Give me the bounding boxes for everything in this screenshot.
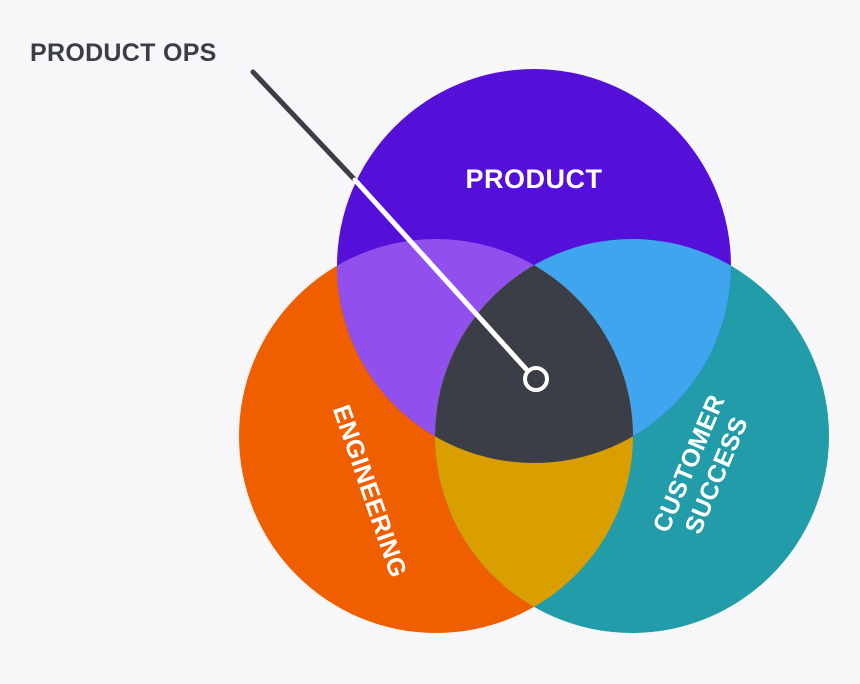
center-overlap: [435, 239, 633, 463]
callout-label: PRODUCT OPS: [30, 39, 217, 67]
callout-leader-inner: [352, 177, 529, 372]
callout-marker: [523, 366, 549, 392]
product-label: PRODUCT: [466, 164, 603, 194]
callout-leader-outer: [250, 69, 358, 183]
